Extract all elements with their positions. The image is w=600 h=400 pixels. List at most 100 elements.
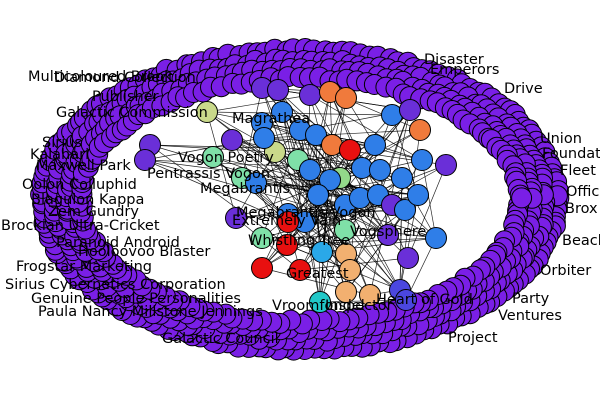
node-label-b08: Brox: [565, 201, 598, 217]
core-node: [411, 149, 433, 171]
node-label-a11: Brockian Ultra-Cricket: [1, 218, 160, 234]
node-label-c01: Vogon Poetry: [178, 150, 274, 166]
core-node: [253, 127, 275, 149]
node-label-a17: Paula Nancy Millstone Jennings: [38, 304, 263, 320]
edge: [421, 159, 437, 239]
core-node: [271, 101, 293, 123]
core-node: [307, 184, 329, 206]
node-label-c11: Heart of Gold: [376, 292, 473, 308]
node-label-a10: Zem Gundry: [48, 204, 139, 220]
node-label-a14: Frogstar Marketing: [16, 259, 152, 275]
core-node: [277, 211, 299, 233]
core-node: [397, 247, 419, 269]
node-label-c03: Megabrantis: [200, 181, 290, 197]
core-node: [425, 227, 447, 249]
node-label-a18: Galactic Council: [162, 331, 279, 347]
core-node: [409, 119, 431, 141]
edge: [212, 156, 379, 196]
edge: [309, 94, 389, 236]
core-node: [369, 159, 391, 181]
core-node: [359, 284, 381, 306]
edge: [304, 221, 437, 239]
core-node: [339, 259, 361, 281]
node-label-b05: Foundation: [542, 146, 600, 162]
core-node: [334, 219, 356, 241]
edge: [405, 237, 437, 301]
edge: [407, 164, 447, 259]
edge: [305, 195, 437, 239]
node-label-a16: Genuine People Personalities: [31, 291, 241, 307]
core-nodes: [134, 77, 457, 313]
edge: [144, 109, 411, 161]
edge: [241, 87, 263, 179]
node-label-a03: Publisher: [92, 89, 159, 105]
core-node: [251, 227, 273, 249]
core-node: [221, 129, 243, 151]
edge: [317, 194, 389, 236]
node-label-a01: Multicoloured Brook: [28, 69, 173, 85]
core-node: [196, 101, 218, 123]
core-node: [339, 139, 361, 161]
core-node: [319, 169, 341, 191]
core-node: [364, 134, 386, 156]
core-node: [299, 159, 321, 181]
node-label-a09: Blagulon Kappa: [31, 192, 144, 208]
core-node: [407, 184, 429, 206]
core-node: [276, 234, 298, 256]
node-label-a06: Kalahari: [30, 147, 89, 163]
node-label-b10: Orbiter: [540, 263, 591, 279]
core-node: [399, 99, 421, 121]
node-label-b01: Disaster: [424, 52, 484, 68]
node-label-a15: Sirius Cybernetics Corporation: [5, 277, 226, 293]
core-node: [299, 84, 321, 106]
core-node: [377, 224, 399, 246]
core-node: [225, 207, 247, 229]
node-label-b11: Party: [512, 291, 550, 307]
edge: [286, 237, 437, 246]
edge: [255, 182, 419, 196]
outer-node: [511, 187, 533, 209]
core-node: [391, 167, 413, 189]
core-node: [134, 149, 156, 171]
core-node: [394, 199, 416, 221]
node-label-c04: Magrathea: [232, 111, 310, 127]
edge: [206, 111, 237, 219]
core-node: [245, 172, 267, 194]
edge: [144, 159, 289, 223]
node-label-b02: Emperors: [430, 62, 499, 78]
edge: [399, 177, 403, 291]
core-node: [251, 257, 273, 279]
node-label-c12: Megabrantis Vogon: [236, 205, 376, 221]
core-node: [335, 87, 357, 109]
node-label-b07: Office: [566, 184, 600, 200]
edge: [263, 129, 421, 139]
node-label-c09: Vroomfondel: [272, 298, 365, 314]
node-label-b06: Fleet: [560, 163, 596, 179]
node-label-b09: Beach: [562, 233, 600, 249]
node-label-c02: Pentrassis Vogon: [147, 166, 270, 182]
node-label-a04: Galactic Commission: [56, 105, 208, 121]
core-node: [335, 281, 357, 303]
core-node: [267, 79, 289, 101]
edge: [144, 159, 306, 206]
outer-ring-nodes: [30, 38, 570, 361]
node-label-c10: Inspector: [325, 298, 393, 314]
node-label-b13: Project: [448, 330, 498, 346]
core-node: [305, 124, 327, 146]
core-node: [202, 146, 224, 168]
core-node: [435, 154, 457, 176]
node-label-a12: Paranoid Android: [56, 235, 180, 251]
core-node: [311, 241, 333, 263]
core-node: [309, 291, 331, 313]
node-label-c05: Vogsphere: [350, 224, 426, 240]
node-label-a05: Sirius: [42, 135, 82, 151]
edge: [206, 111, 393, 116]
node-label-c08: Greatest: [286, 266, 349, 282]
edge: [231, 139, 407, 301]
node-label-b04: Union: [540, 131, 582, 147]
node-label-c07: Whistling Tree: [248, 233, 350, 249]
node-label-c06: Extremely Vain: [232, 213, 341, 229]
node-label-a13: Hooloovoo Blaster: [78, 244, 210, 260]
